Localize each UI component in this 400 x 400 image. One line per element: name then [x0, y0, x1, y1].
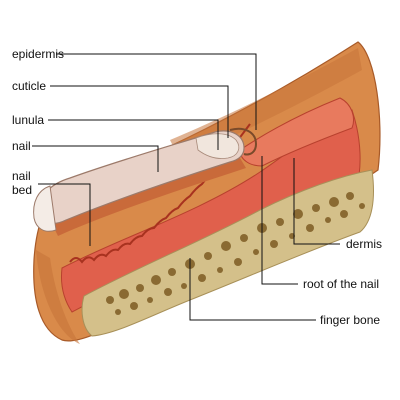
label-cuticle: cuticle — [12, 79, 46, 93]
leader-nail — [32, 145, 159, 172]
labels: epidermis cuticle lunula nail nail bed d… — [12, 47, 382, 327]
lunula-shape — [195, 133, 240, 159]
nail-plate — [39, 130, 245, 224]
finger-illustration — [33, 41, 381, 344]
label-root-of-nail: root of the nail — [303, 277, 379, 291]
leader-cuticle — [50, 85, 229, 138]
leader-lunula — [48, 119, 219, 150]
label-nail-bed-line1: nail — [12, 169, 31, 183]
leader-epidermis — [56, 53, 257, 130]
spongy-bone — [106, 192, 365, 315]
cuticle-shape — [229, 127, 258, 156]
finger-pad — [36, 250, 80, 344]
nail-fold — [239, 97, 354, 167]
leader-finger-bone — [189, 258, 316, 321]
nail-bed-shape — [50, 158, 246, 236]
label-lunula: lunula — [12, 113, 44, 127]
nail-free-edge — [33, 185, 57, 232]
leader-dermis — [293, 158, 340, 245]
label-epidermis: epidermis — [12, 47, 64, 61]
label-nail-bed-line2: bed — [12, 183, 32, 197]
label-finger-bone: finger bone — [320, 313, 380, 327]
leader-lines — [32, 53, 340, 321]
leader-root-of-nail — [261, 156, 298, 285]
leader-nail-bed — [38, 183, 91, 246]
label-dermis: dermis — [346, 237, 382, 251]
label-nail: nail — [12, 139, 31, 153]
